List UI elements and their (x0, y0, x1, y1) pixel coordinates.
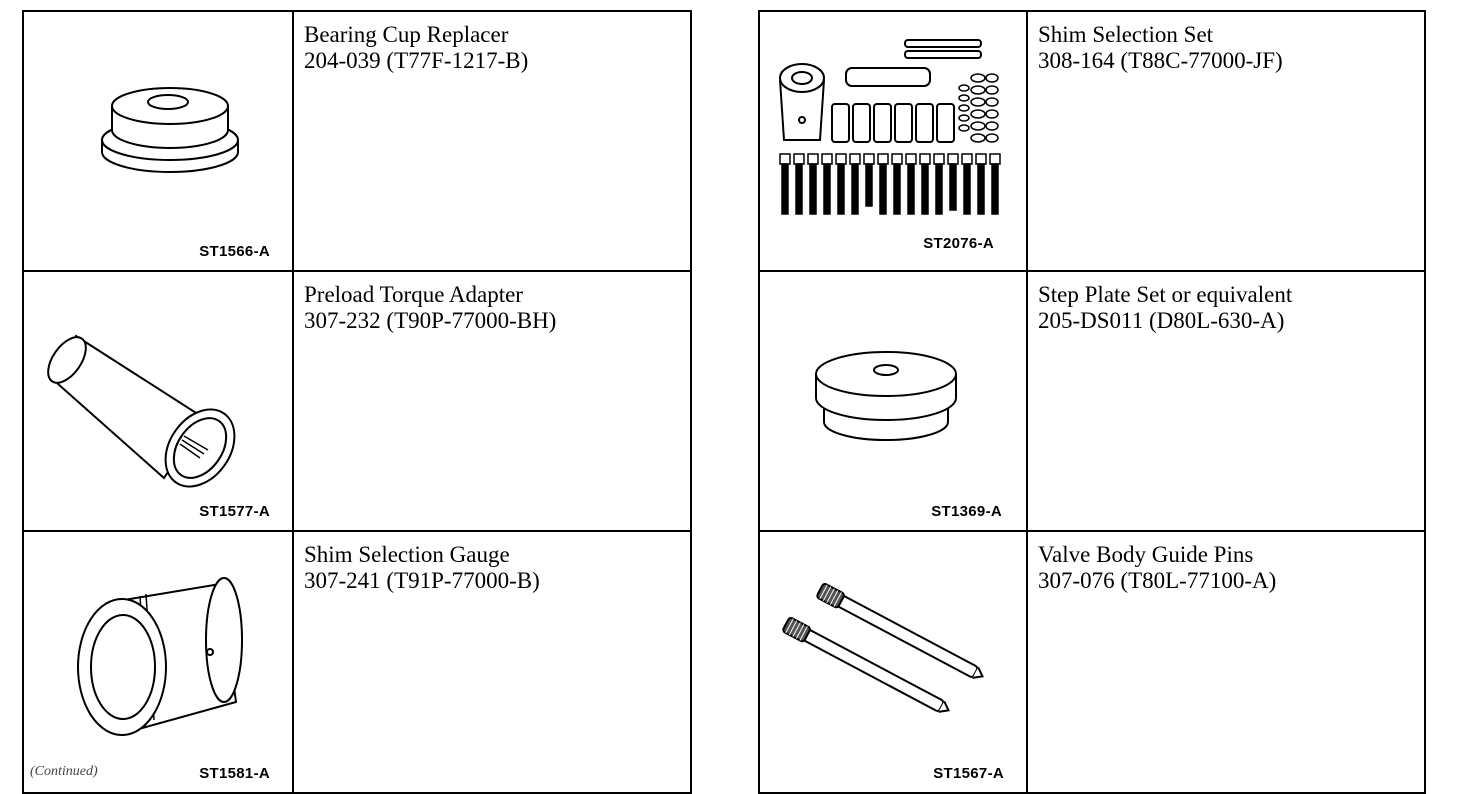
shim-selection-gauge-illustration (77, 577, 243, 736)
tool-illustration-cell: ST1581-A (22, 530, 294, 794)
continued-note: (Continued) (30, 764, 98, 779)
figure-id: ST1369-A (931, 503, 1002, 520)
tool-illustration-cell: ST1577-A (22, 270, 294, 532)
tool-number: 308-164 (T88C-77000-JF) (1038, 48, 1283, 73)
tool-description: Shim Selection Set 308-164 (T88C-77000-J… (1026, 10, 1426, 272)
tool-name: Valve Body Guide Pins (1038, 542, 1254, 567)
tool-number: 205-DS011 (D80L-630-A) (1038, 308, 1285, 333)
tool-description: Bearing Cup Replacer 204-039 (T77F-1217-… (292, 10, 692, 272)
preload-torque-adapter-illustration (47, 334, 236, 488)
tool-illustration-cell: ST1566-A (22, 10, 294, 272)
special-tools-table-right: ST2076-A Shim Selection Set 308-164 (T88… (758, 10, 1426, 794)
tool-description: Step Plate Set or equivalent 205-DS011 (… (1026, 270, 1426, 532)
tool-name: Shim Selection Set (1038, 22, 1214, 47)
figure-id: ST1566-A (199, 243, 270, 260)
special-tools-table-left: ST1566-A Bearing Cup Replacer 204-039 (T… (22, 10, 692, 794)
figure-id: ST1577-A (199, 503, 270, 520)
bearing-cup-replacer-illustration (101, 87, 239, 173)
figure-id: ST2076-A (923, 235, 994, 252)
tool-illustration-cell: ST2076-A (758, 10, 1028, 272)
tool-row: ST2076-A Shim Selection Set 308-164 (T88… (758, 10, 1426, 272)
tool-row: ST1566-A Bearing Cup Replacer 204-039 (T… (22, 10, 692, 272)
tool-row: ST1369-A Step Plate Set or equivalent 20… (758, 270, 1426, 532)
step-plate-set-illustration (815, 351, 957, 441)
tool-number: 307-076 (T80L-77100-A) (1038, 568, 1277, 593)
tool-row: ST1577-A Preload Torque Adapter 307-232 … (22, 270, 692, 532)
tool-description: Valve Body Guide Pins 307-076 (T80L-7710… (1026, 530, 1426, 794)
tool-description: Preload Torque Adapter 307-232 (T90P-770… (292, 270, 692, 532)
tool-name: Bearing Cup Replacer (304, 22, 509, 47)
tool-name: Preload Torque Adapter (304, 282, 523, 307)
tool-number: 204-039 (T77F-1217-B) (304, 48, 529, 73)
shim-selection-set-illustration (779, 39, 1001, 215)
tool-number: 307-232 (T90P-77000-BH) (304, 308, 557, 333)
tool-description: Shim Selection Gauge 307-241 (T91P-77000… (292, 530, 692, 794)
tool-row: ST1567-A Valve Body Guide Pins 307-076 (… (758, 530, 1426, 794)
tool-row: ST1581-A Shim Selection Gauge 307-241 (T… (22, 530, 692, 794)
tool-illustration-cell: ST1567-A (758, 530, 1028, 794)
tool-number: 307-241 (T91P-77000-B) (304, 568, 540, 593)
tool-name: Shim Selection Gauge (304, 542, 510, 567)
tool-name: Step Plate Set or equivalent (1038, 282, 1293, 307)
tool-illustration-cell: ST1369-A (758, 270, 1028, 532)
valve-body-guide-pins-illustration (782, 582, 984, 713)
